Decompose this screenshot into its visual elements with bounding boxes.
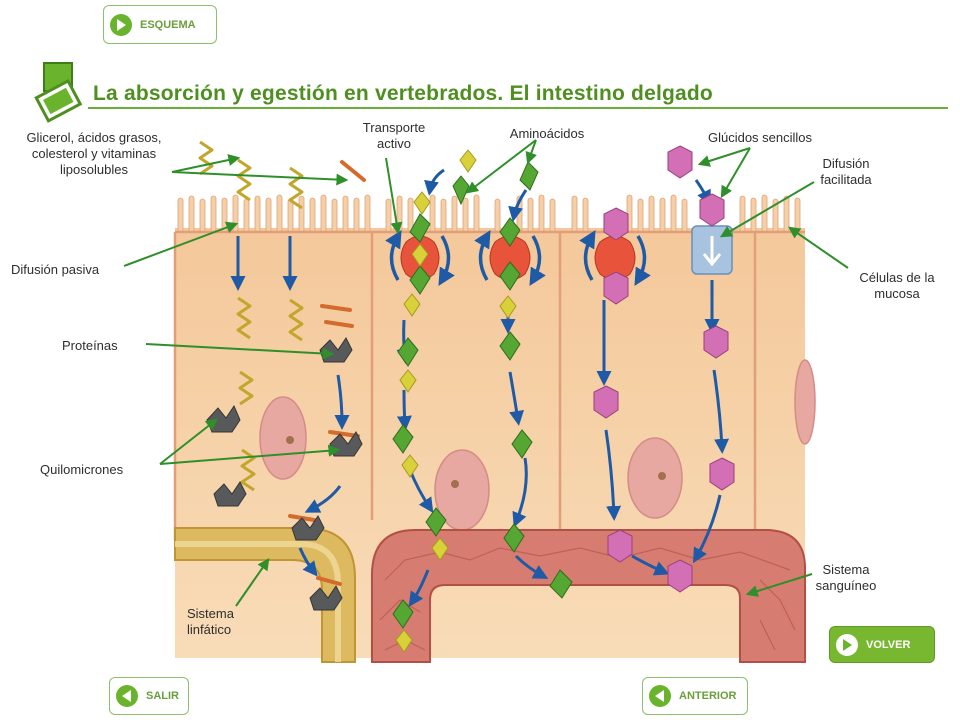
microvilli bbox=[177, 194, 801, 233]
play-right-icon bbox=[110, 13, 132, 36]
lymphatic-system-label: Sistema linfático bbox=[187, 606, 234, 637]
proteins-label: Proteínas bbox=[62, 338, 118, 353]
pump-arrows bbox=[385, 229, 651, 287]
exit-button[interactable]: SALIR bbox=[109, 677, 189, 715]
active-transport-pumps bbox=[400, 235, 636, 281]
play-left-icon bbox=[649, 685, 671, 707]
active-transport-label: Transporte activo bbox=[362, 120, 426, 151]
amino-acid-partners bbox=[395, 149, 517, 653]
mucosa-cells-label: Células de la mucosa bbox=[859, 270, 935, 301]
back-button[interactable]: VOLVER bbox=[829, 626, 935, 663]
cell-nuclei bbox=[259, 359, 816, 531]
back-button-label: VOLVER bbox=[866, 638, 911, 651]
amino-acids-label: Aminoácidos bbox=[509, 126, 585, 141]
sugar-molecules bbox=[593, 145, 735, 593]
title-logo-icon bbox=[34, 62, 83, 123]
page-title: La absorción y egestión en vertebrados. … bbox=[93, 82, 713, 105]
exit-button-label: SALIR bbox=[146, 690, 179, 702]
lipids-label: Glicerol, ácidos grasos, colesterol y vi… bbox=[26, 130, 162, 177]
previous-button[interactable]: ANTERIOR bbox=[642, 677, 748, 715]
simple-sugars-label: Glúcidos sencillos bbox=[707, 130, 813, 145]
passive-diffusion-label: Difusión pasiva bbox=[11, 262, 100, 277]
amino-acid-molecules bbox=[392, 161, 573, 629]
fatty-acid-molecules bbox=[198, 140, 304, 492]
blood-system-label: Sistema sanguíneo bbox=[815, 562, 877, 593]
previous-button-label: ANTERIOR bbox=[679, 690, 737, 702]
play-right-icon bbox=[836, 633, 858, 656]
schema-button[interactable]: ESQUEMA bbox=[103, 5, 217, 44]
label-pointers bbox=[123, 139, 849, 607]
title-underline bbox=[88, 107, 948, 109]
flow-arrows bbox=[230, 168, 730, 607]
schema-button-label: ESQUEMA bbox=[140, 18, 196, 31]
chylomicrons-label: Quilomicrones bbox=[40, 462, 124, 477]
facilitated-diffusion-label: Difusión facilitada bbox=[820, 156, 872, 187]
play-left-icon bbox=[116, 685, 138, 707]
